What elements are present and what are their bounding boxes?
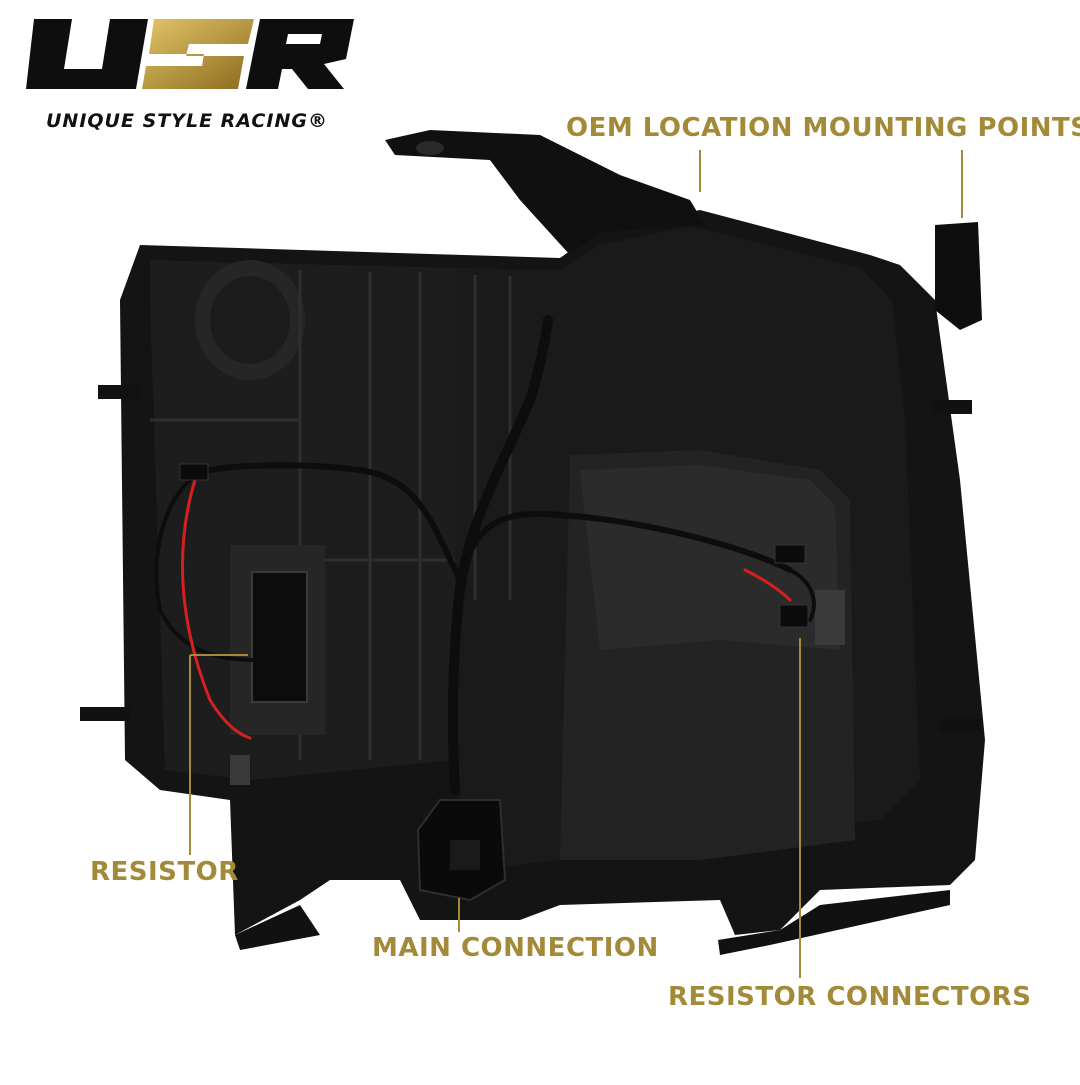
housing-ribs bbox=[150, 270, 512, 760]
left-clip-top bbox=[98, 385, 140, 399]
lamp-pocket-shadow bbox=[580, 465, 840, 650]
housing-inner-left bbox=[150, 260, 455, 780]
bracket-hole bbox=[416, 141, 444, 155]
resistor bbox=[251, 571, 308, 703]
bottom-left-foot bbox=[235, 905, 320, 950]
right-clip-top bbox=[932, 400, 972, 414]
callout-resistor: RESISTOR bbox=[90, 857, 239, 887]
top-mount-bracket bbox=[385, 130, 705, 255]
side-mount bbox=[935, 222, 982, 330]
left-clip-bottom bbox=[80, 707, 130, 721]
housing-sticker bbox=[815, 590, 845, 645]
right-clip-bottom bbox=[940, 718, 980, 732]
callout-oem-mounting-points: OEM LOCATION MOUNTING POINTS bbox=[566, 113, 1080, 143]
wiring-harness bbox=[154, 315, 816, 795]
bottom-right-foot bbox=[718, 890, 950, 955]
brand-tagline: UNIQUE STYLE RACING® bbox=[46, 110, 328, 132]
usr-logo-icon bbox=[26, 19, 354, 89]
left-wire-connector bbox=[179, 463, 209, 481]
resistor-connector-2 bbox=[779, 604, 809, 628]
housing-sticker-lower bbox=[230, 755, 250, 785]
callout-leaders bbox=[189, 150, 963, 978]
brand-logo: UNIQUE STYLE RACING® bbox=[24, 14, 364, 132]
callout-main-connection: MAIN CONNECTION bbox=[372, 933, 659, 963]
callout-resistor-connectors: RESISTOR CONNECTORS bbox=[668, 982, 1032, 1012]
resistor-connector-1 bbox=[774, 544, 806, 564]
